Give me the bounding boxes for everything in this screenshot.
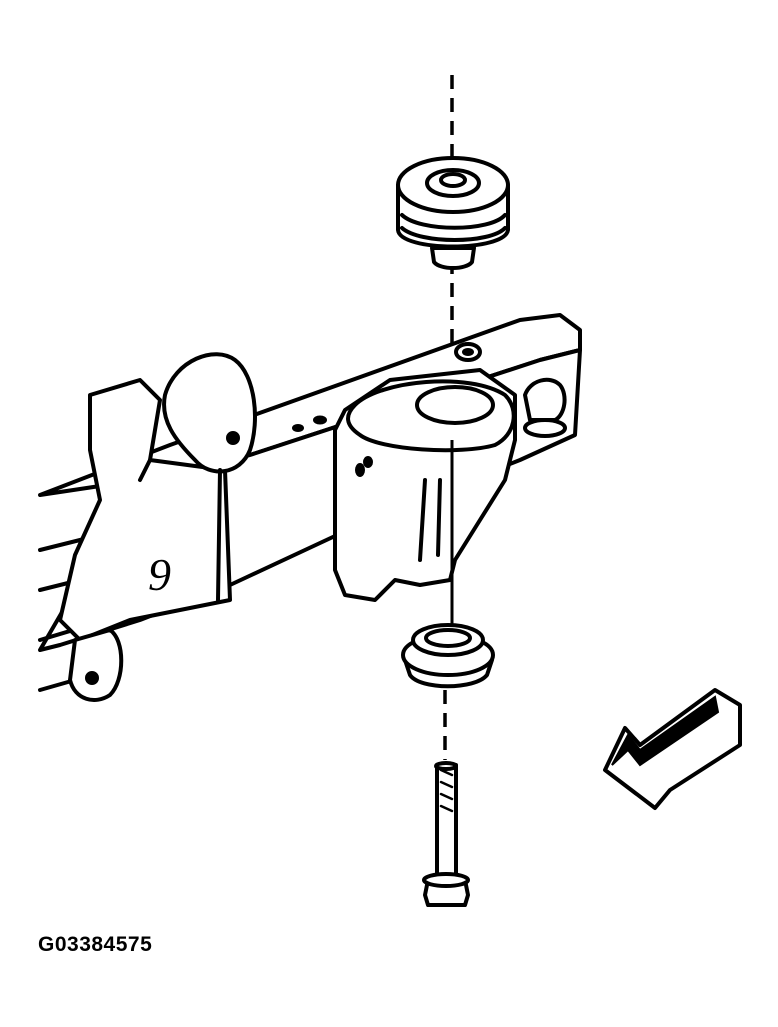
callout-label: 9 [148, 549, 171, 600]
body-mount-bracket [333, 368, 567, 602]
left-control-arm-bracket [58, 352, 257, 702]
lower-insulator [401, 623, 495, 689]
upper-insulator [396, 156, 510, 270]
figure-code: G03384575 [38, 933, 153, 956]
direction-arrow-icon [603, 688, 742, 810]
mounting-bolt [422, 761, 470, 907]
